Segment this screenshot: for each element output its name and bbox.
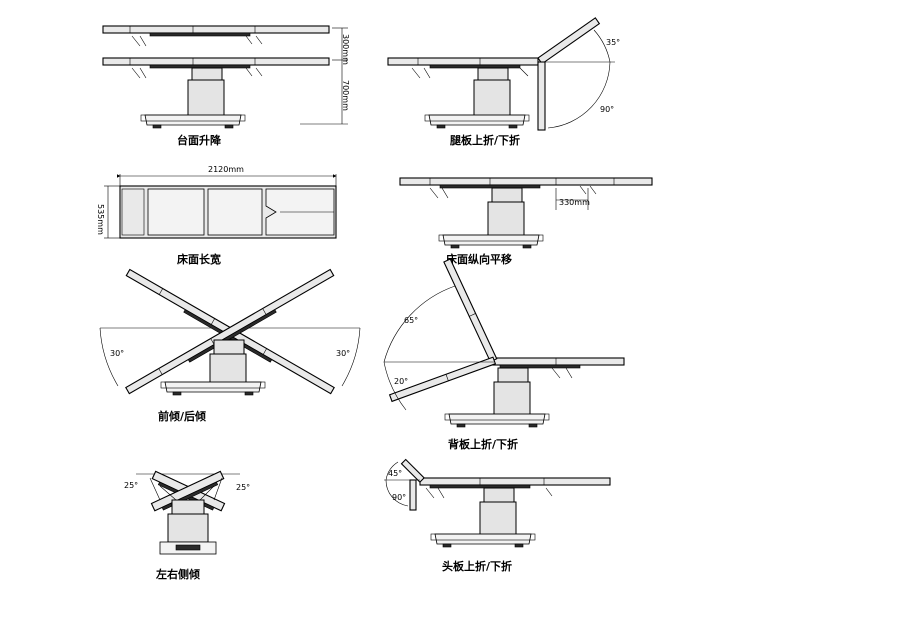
head-column: [479, 501, 517, 537]
lateral-column: [167, 513, 209, 543]
back-panel-down: [388, 356, 497, 403]
back-caption: 背板上折/下折: [448, 437, 518, 451]
trend-angle-left: 30°: [110, 349, 124, 358]
lift-column: [187, 79, 225, 117]
size-caption: 床面长宽: [177, 252, 221, 266]
figure-size: 2120mm 535mm 床面长宽: [96, 165, 337, 266]
leg-panel-down: [537, 61, 546, 131]
leg-table-top: [387, 57, 539, 66]
lateral-caption: 左右侧倾: [155, 567, 200, 581]
lateral-angle-left: 25°: [124, 481, 138, 490]
head-angle-up: 45°: [388, 469, 402, 478]
back-angle-up: 65°: [404, 316, 418, 325]
size-seat-section: [207, 188, 263, 236]
figure-lateral: 25° 25° 左右侧倾: [124, 470, 250, 581]
leg-caption: 腿板上折/下折: [450, 133, 520, 147]
head-panel-up: [400, 458, 425, 483]
head-caption: 头板上折/下折: [442, 559, 512, 573]
back-angle-down: 20°: [394, 377, 408, 386]
size-dim-width: 535mm: [96, 204, 105, 235]
lift-lower-table: [102, 57, 330, 79]
slide-caption: 床面纵向平移: [446, 252, 512, 266]
leg-angle-up: 35°: [606, 38, 620, 47]
size-dim-length: 2120mm: [208, 165, 244, 174]
lift-upper-table: [102, 25, 330, 47]
leg-column: [473, 79, 511, 117]
lift-caption: 台面升降: [177, 133, 222, 147]
lift-dim-top: 300mm: [341, 34, 350, 65]
size-back-section: [147, 188, 205, 236]
leg-angle-down: 90°: [600, 105, 614, 114]
head-panel-down: [409, 479, 417, 511]
back-column: [493, 381, 531, 417]
slide-column: [487, 201, 525, 237]
figure-back: 65° 20° 背板上折/下折: [383, 258, 625, 451]
trend-table-backward: [125, 268, 335, 395]
trend-caption: 前倾/后倾: [158, 409, 206, 423]
figure-slide: 330mm 床面纵向平移: [399, 177, 653, 266]
figure-trend: 30° 30° 前倾/后倾: [99, 268, 361, 423]
figure-lift: 300mm 700mm 台面升降: [102, 25, 350, 147]
back-panel-up: [443, 258, 498, 363]
back-table-top: [491, 357, 625, 366]
figure-leg: 35° 90° 腿板上折/下折: [387, 17, 620, 147]
head-table-top: [419, 477, 611, 486]
lift-column-top: [191, 67, 223, 81]
slide-dim: 330mm: [559, 198, 590, 207]
head-angle-down: 90°: [392, 493, 406, 502]
leg-panel-up: [537, 17, 601, 65]
trend-column: [209, 353, 247, 385]
figure-head: 45° 90° 头板上折/下折: [384, 458, 611, 573]
trend-angle-right: 30°: [336, 349, 350, 358]
lift-dim-bottom: 700mm: [341, 80, 350, 111]
lateral-angle-right: 25°: [236, 483, 250, 492]
